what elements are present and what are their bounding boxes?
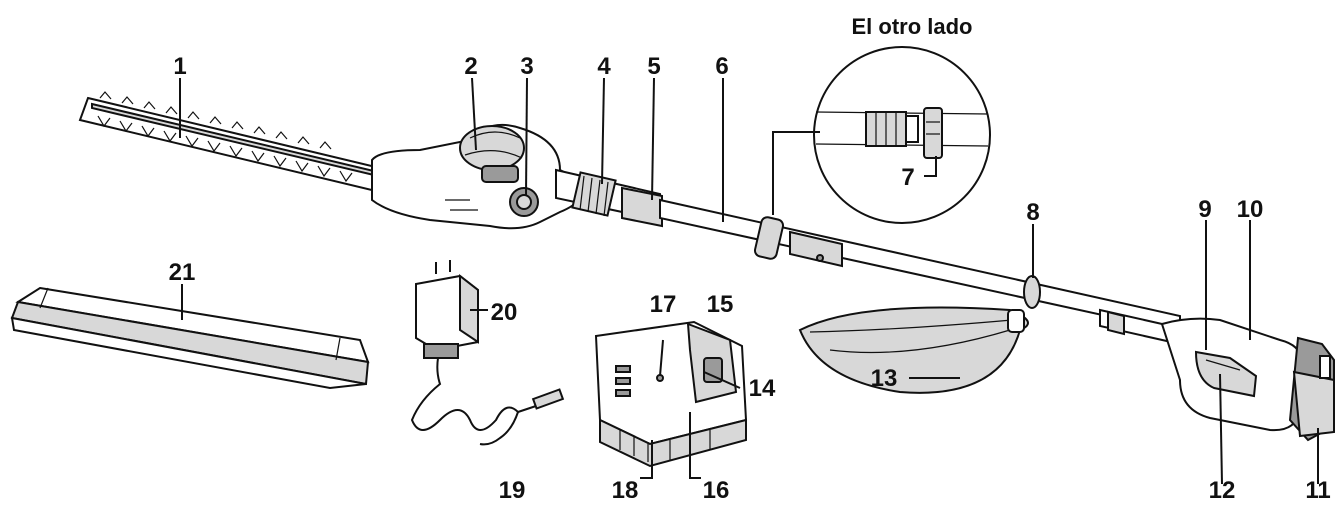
label-19: 19 bbox=[499, 477, 526, 504]
hedge-blade bbox=[78, 91, 381, 194]
charger bbox=[410, 260, 565, 446]
label-7: 7 bbox=[901, 164, 914, 191]
strap-ring bbox=[1023, 275, 1041, 309]
trimmer-head bbox=[371, 124, 584, 230]
label-14: 14 bbox=[749, 375, 776, 402]
shaft-clamp bbox=[753, 216, 785, 260]
charger-plug bbox=[531, 388, 565, 410]
label-11: 11 bbox=[1305, 477, 1330, 504]
strap-clip bbox=[1007, 309, 1025, 333]
label-20: 20 bbox=[491, 299, 518, 326]
label-5: 5 bbox=[647, 53, 660, 80]
upper-shaft bbox=[555, 168, 663, 228]
label-13: 13 bbox=[871, 365, 898, 392]
inset-connector-line bbox=[772, 131, 820, 215]
shaft-coupling bbox=[789, 230, 843, 268]
inset-lock-button bbox=[923, 107, 943, 159]
inset-title: El otro lado bbox=[852, 14, 973, 39]
battery-release-button bbox=[703, 357, 723, 383]
battery-release bbox=[1319, 355, 1331, 379]
label-16: 16 bbox=[703, 477, 730, 504]
part-number-labels: 1 2 3 4 5 6 7 8 9 10 11 12 13 14 15 16 1… bbox=[169, 53, 1331, 504]
label-6: 6 bbox=[715, 53, 728, 80]
label-21: 21 bbox=[169, 259, 196, 286]
label-18: 18 bbox=[612, 477, 639, 504]
label-4: 4 bbox=[597, 53, 611, 80]
label-2: 2 bbox=[464, 53, 477, 80]
label-12: 12 bbox=[1209, 477, 1236, 504]
battery-pack bbox=[594, 320, 748, 468]
label-9: 9 bbox=[1198, 196, 1211, 223]
inset-collar bbox=[905, 115, 919, 143]
rear-handle bbox=[1160, 317, 1335, 442]
blade-cover bbox=[10, 286, 370, 390]
label-1: 1 bbox=[173, 53, 186, 80]
inset-other-side: El otro lado bbox=[772, 14, 991, 224]
label-8: 8 bbox=[1026, 199, 1039, 226]
label-17: 17 bbox=[650, 291, 677, 318]
label-3: 3 bbox=[520, 53, 533, 80]
grip-ribs bbox=[571, 171, 617, 217]
shoulder-strap bbox=[798, 306, 1029, 394]
label-15: 15 bbox=[707, 291, 734, 318]
leader-lines bbox=[179, 77, 1319, 485]
label-10: 10 bbox=[1237, 196, 1264, 223]
